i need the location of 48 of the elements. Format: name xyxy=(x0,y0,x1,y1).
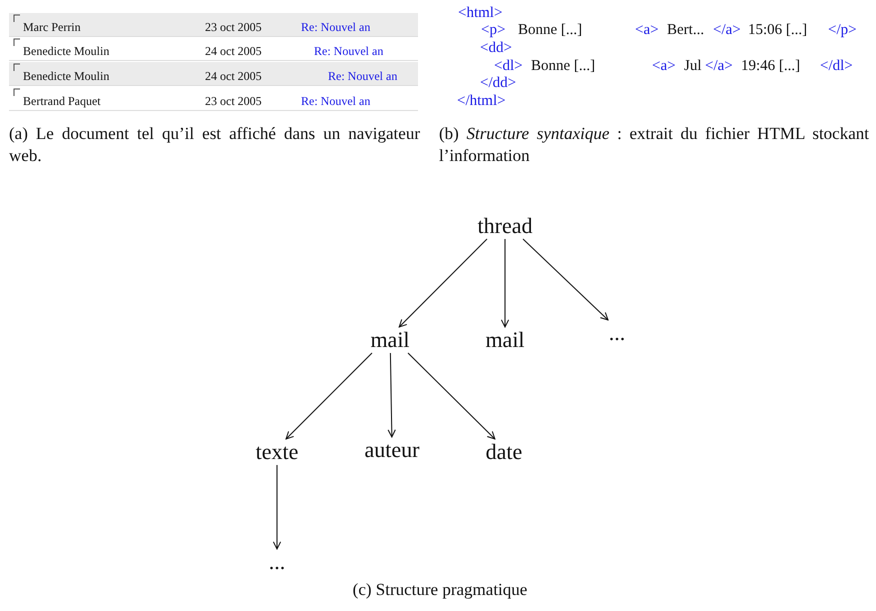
html-tag: </dl> xyxy=(820,58,853,75)
tree-node-label: ... xyxy=(268,551,286,573)
html-tag: <html> xyxy=(458,5,502,22)
html-tag: <dd> xyxy=(480,40,512,57)
html-tag: <dl> xyxy=(494,58,523,75)
tree-node-label: date xyxy=(486,441,522,463)
html-tag: </dd> xyxy=(480,75,516,92)
html-tag: </a> xyxy=(705,58,733,75)
code-text: Bert... xyxy=(667,22,704,39)
caption: (c) Structure pragmatique xyxy=(352,579,528,601)
arrow xyxy=(272,464,282,550)
html-tag: <a> xyxy=(635,22,659,39)
caption: (a) Le document tel qu’il est affiché dans un navigateur web. xyxy=(9,123,420,167)
code-text: Bonne [...] xyxy=(531,58,596,75)
name-cell: Benedicte Moulin xyxy=(23,44,110,59)
code-text: 19:46 [...] xyxy=(741,58,800,75)
html-tag: </p> xyxy=(828,22,857,39)
arrow xyxy=(522,238,609,320)
subject-link: Re: Nouvel an xyxy=(301,94,370,109)
subject-link: Re: Nouvel an xyxy=(314,44,384,59)
arrow xyxy=(388,352,396,438)
name-cell: Marc Perrin xyxy=(23,20,81,35)
html-tag: </html> xyxy=(457,93,506,110)
tree-node-label: thread xyxy=(478,215,532,237)
code-text: Bonne [...] xyxy=(518,22,582,39)
tree-node-label: mail xyxy=(485,329,525,351)
date-cell: 23 oct 2005 xyxy=(205,94,262,109)
arrow xyxy=(500,238,510,328)
name-cell: Benedicte Moulin xyxy=(23,69,110,84)
arrow xyxy=(286,352,372,440)
caption: (b) Structure syntaxique : extrait du fichier HTML stockant l’information xyxy=(439,123,869,167)
html-tag: <a> xyxy=(652,58,676,75)
code-text: Jul xyxy=(684,58,702,75)
code-text: 15:06 [...] xyxy=(748,22,808,39)
html-tag: </a> xyxy=(713,22,741,39)
name-cell: Bertrand Paquet xyxy=(23,94,101,109)
html-tag: <p> xyxy=(481,22,506,39)
subject-link: Re: Nouvel an xyxy=(301,20,370,35)
date-cell: 24 oct 2005 xyxy=(205,69,262,84)
subject-link: Re: Nouvel an xyxy=(328,69,398,84)
tree-node-label: mail xyxy=(370,329,410,351)
arrow xyxy=(408,352,496,440)
date-cell: 23 oct 2005 xyxy=(205,20,262,35)
tree-node-label: texte xyxy=(256,441,298,463)
tree-node-label: auteur xyxy=(364,439,420,461)
tree-node-label: ... xyxy=(608,322,626,344)
date-cell: 24 oct 2005 xyxy=(205,44,262,59)
arrow xyxy=(398,238,488,328)
